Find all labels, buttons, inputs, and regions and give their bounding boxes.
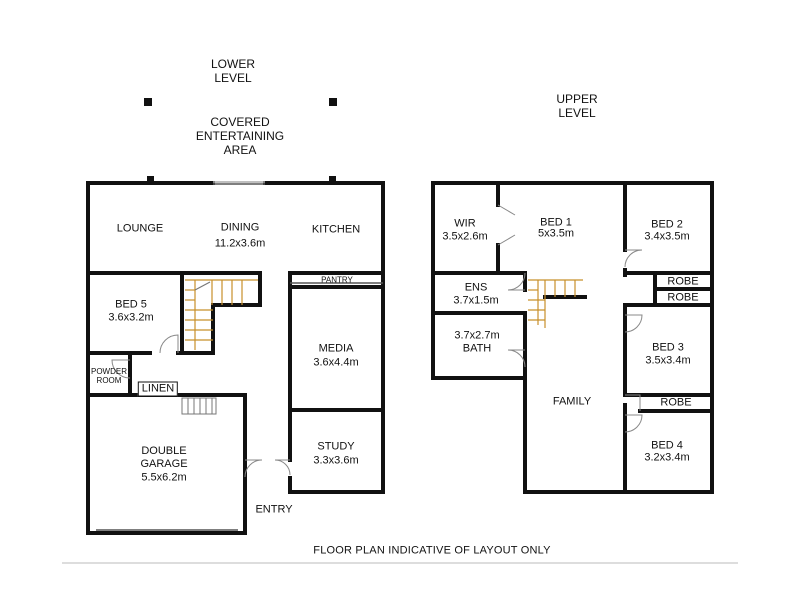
bed5-label: BED 5 xyxy=(115,298,147,311)
bath-label: BATH xyxy=(462,342,492,355)
lounge-label: LOUNGE xyxy=(116,222,164,235)
dining-label: DINING xyxy=(220,221,260,234)
lower-level-thin-lines xyxy=(96,181,383,531)
kitchen-label: KITCHEN xyxy=(311,223,361,236)
family-label: FAMILY xyxy=(552,395,592,408)
upper-level-heading: UPPER LEVEL xyxy=(556,92,598,120)
bed1-label: BED 1 xyxy=(540,216,572,229)
upper-level-walls xyxy=(431,181,714,494)
footer-note: FLOOR PLAN INDICATIVE OF LAYOUT ONLY xyxy=(313,544,551,557)
bed4-size: 3.2x3.4m xyxy=(644,451,690,464)
bed2-size: 3.4x3.5m xyxy=(644,230,690,243)
ens-label: ENS xyxy=(464,281,488,294)
upper-stairs xyxy=(528,279,583,328)
entry-label: ENTRY xyxy=(255,503,293,516)
media-label: MEDIA xyxy=(318,342,354,355)
covered-entertaining-area-label: COVERED ENTERTAINING AREA xyxy=(195,115,285,157)
linen-label: LINEN xyxy=(137,381,179,397)
media-size: 3.6x4.4m xyxy=(313,356,359,369)
garage-stairs xyxy=(181,397,217,415)
bed5-size: 3.6x3.2m xyxy=(108,311,154,324)
wir-size: 3.5x2.6m xyxy=(442,230,488,243)
bed3-size: 3.5x3.4m xyxy=(645,354,691,367)
entertaining-posts xyxy=(144,98,337,183)
bed4-label: BED 4 xyxy=(651,439,683,452)
bed3-label: BED 3 xyxy=(652,341,684,354)
study-label: STUDY xyxy=(317,440,355,453)
garage-size: 5.5x6.2m xyxy=(141,471,187,484)
robe-a-label: ROBE xyxy=(667,275,699,288)
bed2-label: BED 2 xyxy=(651,218,683,231)
lower-level-heading: LOWER LEVEL xyxy=(210,57,256,85)
lower-doors xyxy=(111,334,291,478)
bed1-size: 5x3.5m xyxy=(537,227,575,240)
upper-doors xyxy=(497,204,643,433)
wir-label: WIR xyxy=(454,217,476,230)
robe-b-label: ROBE xyxy=(667,291,699,304)
powder-room-label: POWDER ROOM xyxy=(91,367,127,385)
dining-size: 11.2x3.6m xyxy=(214,237,266,250)
lower-stairs xyxy=(185,279,258,350)
pantry-label: PANTRY xyxy=(321,275,353,285)
ens-size: 3.7x1.5m xyxy=(453,294,499,307)
robe-c-label: ROBE xyxy=(660,396,692,409)
study-size: 3.3x3.6m xyxy=(313,454,359,467)
garage-label: DOUBLE GARAGE xyxy=(140,445,188,470)
bath-size: 3.7x2.7m xyxy=(454,329,500,342)
